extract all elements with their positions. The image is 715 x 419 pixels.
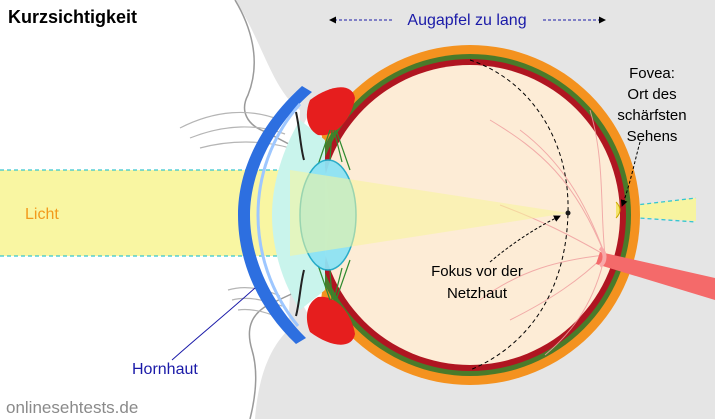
focus-arrow	[489, 215, 561, 263]
focus-label-2: Netzhaut	[447, 285, 508, 302]
fovea-label-4: Sehens	[627, 128, 678, 145]
cornea-inner	[256, 103, 302, 327]
eyeball-length-label: Augapfel zu lang	[407, 12, 526, 29]
fovea-label-2: Ort des	[627, 86, 676, 103]
iris-top	[306, 87, 355, 136]
fovea-label-1: Fovea:	[629, 65, 675, 82]
optic-nerve	[596, 252, 715, 300]
watermark: onlinesehtests.de	[6, 398, 138, 417]
cornea	[238, 86, 312, 344]
light-label: Licht	[25, 206, 59, 223]
cornea-label: Hornhaut	[132, 361, 198, 378]
iris-edge-bottom	[295, 269, 305, 317]
focus-label-1: Fokus vor der	[431, 263, 523, 280]
diagram-title: Kurzsichtigkeit	[8, 7, 137, 27]
light-beam-inner	[290, 170, 568, 256]
face-outline	[234, 0, 301, 419]
fovea-label-3: schärfsten	[617, 107, 686, 124]
focus-point	[565, 210, 571, 216]
iris-edge-top	[295, 111, 305, 161]
optic-disc	[598, 246, 607, 268]
fovea-arrow	[620, 141, 641, 207]
zonular-fibers	[317, 129, 351, 301]
cornea-pointer	[171, 287, 256, 361]
fovea	[615, 201, 621, 219]
iris-bottom	[306, 296, 355, 345]
blood-vessels	[479, 109, 606, 356]
normal-eyeball-outline	[469, 59, 569, 371]
